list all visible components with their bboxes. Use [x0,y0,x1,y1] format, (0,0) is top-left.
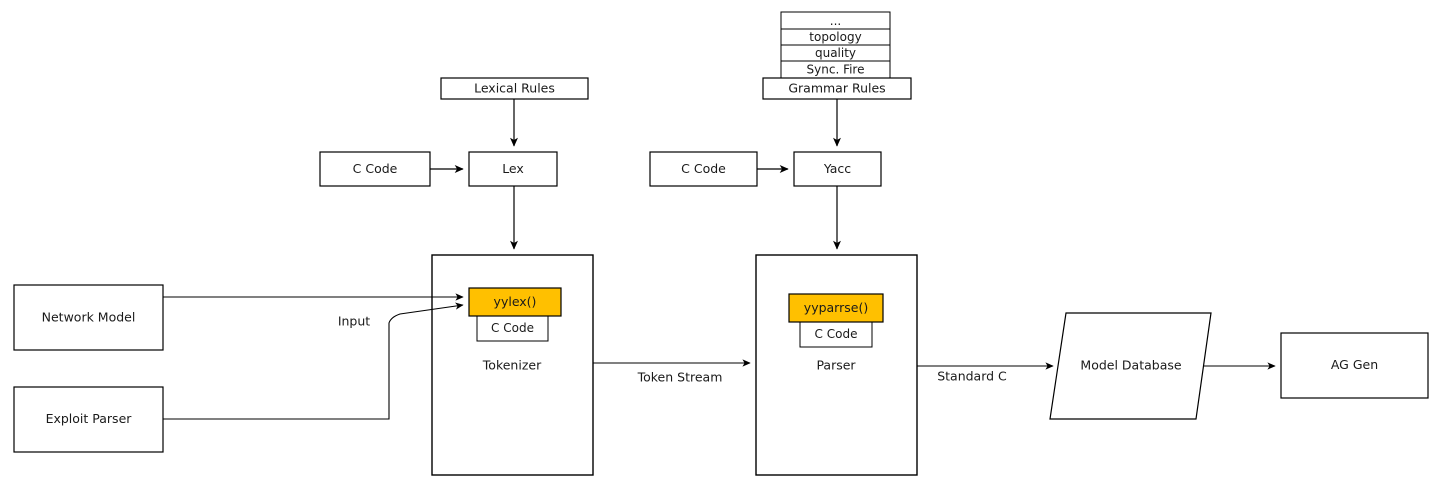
node-lexical-rules: Lexical Rules [440,77,589,100]
c-code-lex-label: C Code [353,161,398,176]
yacc-box [793,151,882,187]
lex-box [468,151,558,187]
exploit-parser-label: Exploit Parser [46,411,133,426]
node-c-code-yacc: C Code [649,151,758,187]
network-model-label: Network Model [42,310,136,325]
node-lex: Lex [468,151,558,187]
yyparrse-box [788,293,884,323]
yylex-box [468,287,562,317]
parser-box [755,254,918,476]
c-code-parser-box [799,320,873,348]
stack-card-2-label: quality [815,46,856,60]
node-ag-gen: AG Gen [1280,332,1429,399]
ag-gen-box [1280,332,1429,399]
edge-label-input: Input [338,314,370,329]
lex-label: Lex [502,161,524,176]
yacc-label: Yacc [823,161,851,176]
edge-exploit-parser-to-yylex [163,302,464,420]
node-exploit-parser: Exploit Parser [13,386,164,453]
grammar-rules-stack: ... topology quality Sync. Fire [780,11,891,79]
c-code-tokenizer-label: C Code [491,321,534,335]
node-tokenizer: Tokenizer C Code yylex() [431,254,594,476]
c-code-parser-label: C Code [815,327,858,341]
model-database-label: Model Database [1080,358,1181,373]
parser-label: Parser [816,358,856,373]
node-network-model: Network Model [13,284,164,351]
node-grammar-rules: Grammar Rules [762,77,912,100]
node-model-database: Model Database [1049,312,1212,420]
network-model-box [13,284,164,351]
node-parser: Parser C Code yyparrse() [755,254,918,476]
edge-label-token-stream: Token Stream [637,370,723,385]
ag-gen-label: AG Gen [1331,357,1378,372]
yyparrse-label: yyparrse() [804,300,868,315]
tokenizer-label: Tokenizer [482,358,542,373]
yylex-label: yylex() [494,294,537,309]
stack-card-3-label: Sync. Fire [807,63,865,77]
exploit-parser-box [13,386,164,453]
stack-card-0-label: ... [830,14,841,28]
node-c-code-lex: C Code [319,151,431,187]
edge-label-standard-c: Standard C [937,369,1007,384]
node-yacc: Yacc [793,151,882,187]
c-code-yacc-label: C Code [681,161,726,176]
model-database-shape [1049,312,1212,420]
stack-card-1-label: topology [809,30,861,44]
lexical-rules-label: Lexical Rules [474,81,555,96]
grammar-rules-label: Grammar Rules [788,81,885,96]
